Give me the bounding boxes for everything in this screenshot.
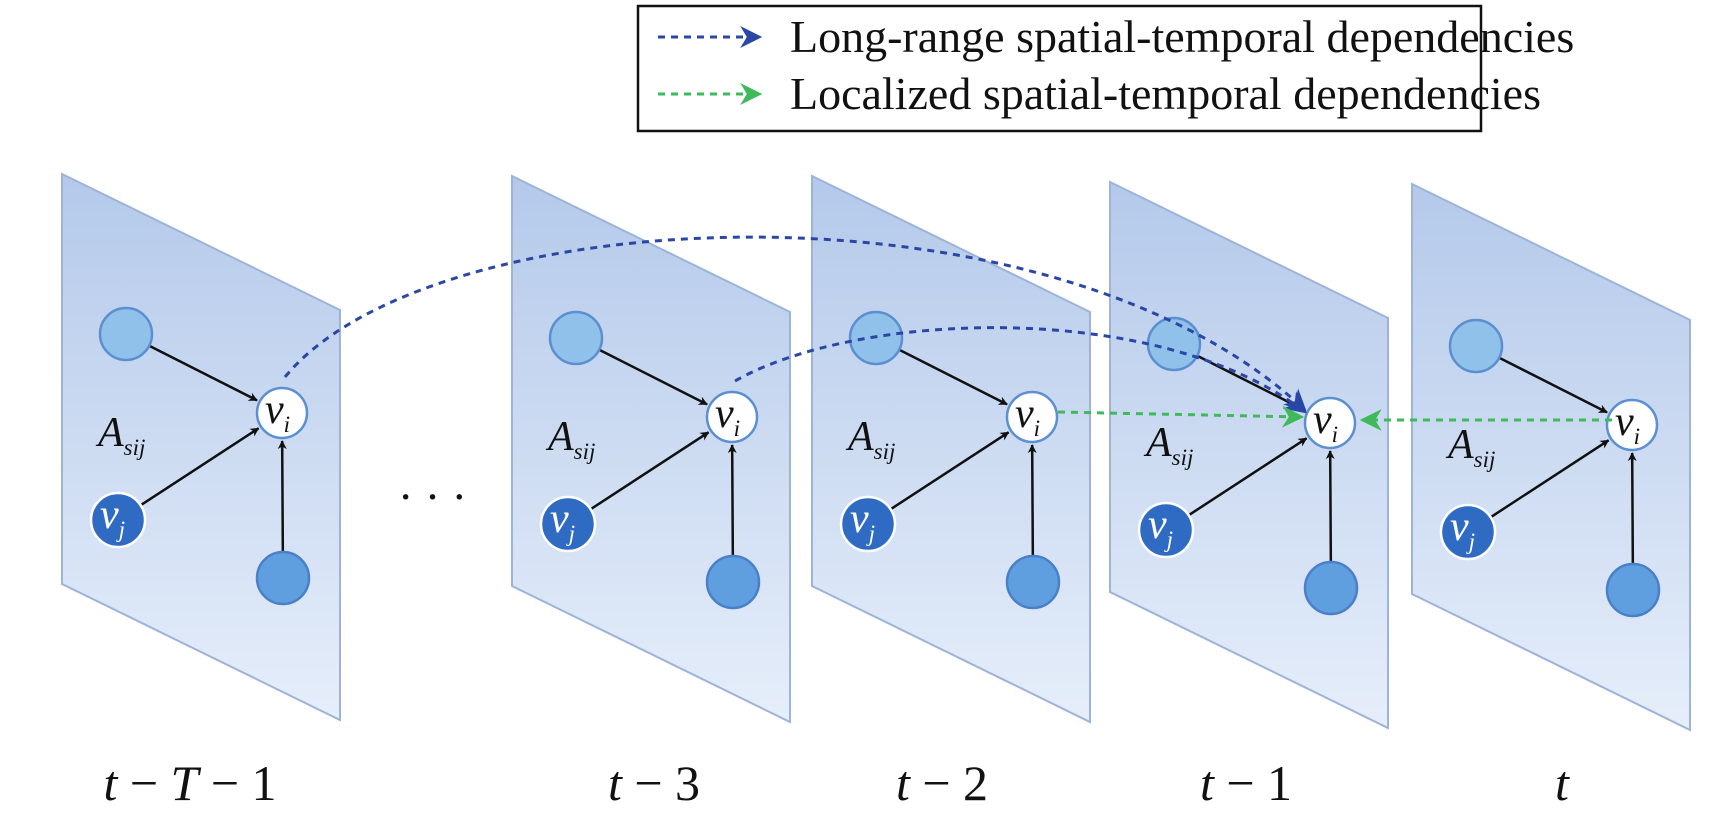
edge-bottom-to-center xyxy=(1627,452,1637,565)
vj-node-label: vj xyxy=(100,492,125,542)
edge-vj-to-center xyxy=(1489,439,1610,519)
dependency-arrows xyxy=(283,235,1612,431)
legend-long-range-label: Long-range spatial-temporal dependencies xyxy=(790,11,1574,62)
legend-box xyxy=(636,4,1483,133)
adjacency-label: Asij xyxy=(95,410,145,460)
center-node-vi xyxy=(705,390,759,444)
neighbor-node-vj xyxy=(1439,503,1497,561)
vj-node-label: vj xyxy=(1148,502,1173,552)
vj-node-label: vj xyxy=(1450,504,1475,554)
neighbor-node-top xyxy=(1448,318,1504,374)
neighbor-node-vj xyxy=(89,491,147,549)
time-label: t − 1 xyxy=(1200,755,1292,811)
neighbor-node-bottom xyxy=(1605,562,1661,618)
neighbor-node-vj xyxy=(1137,501,1195,559)
center-node-label: vi xyxy=(265,387,290,437)
adjacency-label: Asij xyxy=(1445,422,1495,472)
legend: Long-range spatial-temporal dependencies… xyxy=(636,4,1574,133)
adjacency-label: Asij xyxy=(845,414,895,464)
center-node-vi xyxy=(255,386,309,440)
center-node-vi xyxy=(1005,390,1059,444)
neighbor-node-bottom xyxy=(1303,560,1359,616)
edge-bottom-to-center xyxy=(277,440,287,553)
center-node-label: vi xyxy=(715,391,740,441)
edge-vj-to-center xyxy=(139,427,260,507)
center-node-label: vi xyxy=(1015,391,1040,441)
edge-vj-to-center xyxy=(889,431,1010,511)
neighbor-node-top xyxy=(1146,316,1202,372)
neighbor-node-bottom xyxy=(255,550,311,606)
adjacency-label: Asij xyxy=(545,414,595,464)
neighbor-node-top xyxy=(98,306,154,362)
frame-4: vi vj Asij t xyxy=(1411,182,1691,811)
center-node-vi xyxy=(1303,396,1357,450)
center-node-vi xyxy=(1605,398,1659,452)
neighbor-node-top xyxy=(548,310,604,366)
edge-bottom-to-center xyxy=(1325,450,1335,563)
localized-arrow-from-t-2 xyxy=(1057,405,1305,428)
time-label: t xyxy=(1555,755,1570,811)
edge-top-to-center xyxy=(598,348,708,406)
time-label: t − 3 xyxy=(608,755,700,811)
neighbor-node-bottom xyxy=(705,554,761,610)
frame-3: vi vj Asij t − 1 xyxy=(1109,180,1389,811)
edge-top-to-center xyxy=(898,348,1008,406)
long-range-arrow-from-t-3 xyxy=(734,326,1307,414)
time-label: t − T − 1 xyxy=(103,755,276,811)
vj-node-label: vj xyxy=(550,496,575,546)
frames: vi vj Asij t − T − 1 vi vj Asij t − 3 vi vj Asij t … xyxy=(61,172,1691,811)
edge-vj-to-center xyxy=(1187,437,1308,517)
edge-bottom-to-center xyxy=(727,444,737,557)
center-node-label: vi xyxy=(1313,397,1338,447)
neighbor-node-vj xyxy=(839,495,897,553)
center-node-label: vi xyxy=(1615,399,1640,449)
neighbor-node-bottom xyxy=(1005,554,1061,610)
vj-node-label: vj xyxy=(850,496,875,546)
time-label: t − 2 xyxy=(896,755,988,811)
edge-top-to-center xyxy=(148,344,258,402)
frame-2: vi vj Asij t − 2 xyxy=(811,174,1091,811)
edge-vj-to-center xyxy=(589,431,710,511)
frame-1: vi vj Asij t − 3 xyxy=(511,174,791,811)
frames-ellipsis: · · · xyxy=(398,471,467,522)
legend-localized-label: Localized spatial-temporal dependencies xyxy=(790,68,1541,119)
edge-bottom-to-center xyxy=(1027,444,1037,557)
edge-top-to-center xyxy=(1498,356,1608,414)
frame-0: vi vj Asij t − T − 1 xyxy=(61,172,341,811)
adjacency-label: Asij xyxy=(1143,420,1193,470)
neighbor-node-vj xyxy=(539,495,597,553)
